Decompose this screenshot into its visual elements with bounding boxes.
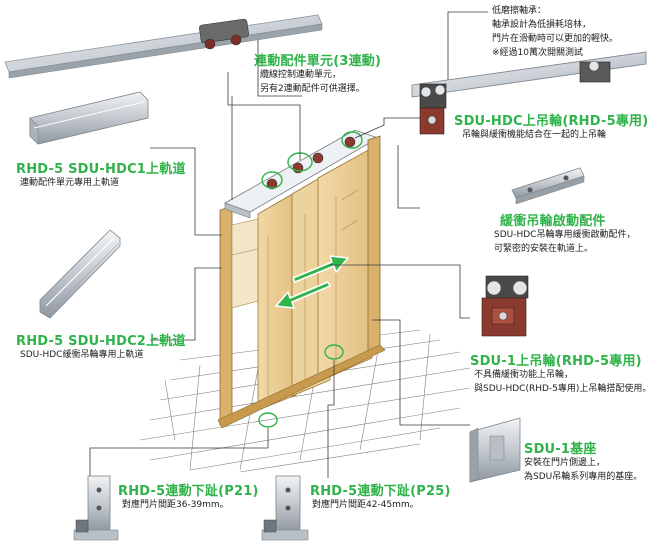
- low-friction-line: 門片在滑動時可以更加的輕快。: [492, 34, 619, 44]
- sdu-hdc-roller-title: SDU-HDC上吊輪(RHD-5專用): [454, 114, 649, 129]
- guide-p25-image: [261, 475, 309, 541]
- low-friction-line: 低磨擦軸承：: [492, 6, 547, 16]
- linkage-unit-title: 連動配件單元(3連動): [254, 54, 382, 69]
- rail-hdc1-desc: 連動配件單元專用上軌道: [20, 176, 119, 190]
- guide-p21-desc: 對應門片間距36-39mm。: [122, 498, 229, 512]
- buffer-actuator-desc-line: SDU-HDC吊輪專用緩衝啟動配件，: [494, 230, 636, 240]
- sdu-hdc-roller-desc: 吊輪與緩衝機能結合在一起的上吊輪: [462, 128, 606, 142]
- guide-p21-image: [73, 475, 119, 541]
- low-friction-line: 軸承設計為低損耗培林，: [492, 20, 592, 30]
- buffer-actuator-image: [511, 167, 585, 205]
- door-assembly: [217, 129, 386, 429]
- buffer-actuator-desc: SDU-HDC吊輪專用緩衝啟動配件， 可緊密的安裝在軌道上。: [494, 228, 635, 256]
- sdu1-base-desc-line: 安裝在門片側邊上，: [524, 458, 606, 468]
- linkage-unit-rail-image: [4, 14, 323, 79]
- linkage-unit-desc-line: 另有2連動配件可供選擇。: [260, 84, 365, 94]
- guide-p25-desc: 對應門片間距42-45mm。: [312, 498, 419, 512]
- leader-lines: [89, 11, 488, 478]
- sdu1-roller-desc-line: 與SDU-HDC(RHD-5專用)上吊輪搭配使用。: [474, 384, 650, 394]
- guide-p21-title: RHD-5連動下趾(P21): [118, 484, 259, 499]
- sdu-hdc-roller-desc-line: 吊輪與緩衝機能結合在一起的上吊輪: [462, 130, 607, 140]
- slide-arrows: [275, 255, 349, 309]
- guide-p25-desc-line: 對應門片間距42-45mm。: [312, 500, 419, 510]
- sdu1-roller-desc-line: 不具備緩衝功能上吊輪，: [474, 370, 574, 380]
- sdu1-base-title: SDU-1基座: [524, 442, 597, 457]
- guide-p21-desc-line: 對應門片間距36-39mm。: [122, 500, 229, 510]
- rail-hdc1-title: RHD-5 SDU-HDC1上軌道: [16, 162, 186, 177]
- sdu1-roller-image: [481, 275, 529, 337]
- guide-p25-title: RHD-5連動下趾(P25): [310, 484, 451, 499]
- low-friction-line: ※經過10萬次開關測試: [492, 48, 583, 58]
- sdu-hdc-roller-image: [411, 51, 647, 135]
- low-friction-desc: 低磨擦軸承： 軸承設計為低損耗培林， 門片在滑動時可以更加的輕快。 ※經過10萬…: [492, 4, 618, 60]
- linkage-unit-desc: 纜線控制連動單元， 另有2連動配件可供選擇。: [260, 68, 365, 96]
- sdu1-base-desc: 安裝在門片側邊上， 為SDU吊輪系列專用的基座。: [524, 456, 642, 484]
- linkage-unit-desc-line: 纜線控制連動單元，: [260, 70, 342, 80]
- rail-hdc2-desc: SDU-HDC緩衝吊輪專用上軌道: [20, 348, 143, 362]
- sdu1-base-image: [469, 417, 521, 483]
- rail-hdc1-image: [29, 91, 149, 145]
- sdu1-base-desc-line: 為SDU吊輪系列專用的基座。: [524, 472, 643, 482]
- sdu1-roller-desc: 不具備緩衝功能上吊輪， 與SDU-HDC(RHD-5專用)上吊輪搭配使用。: [474, 368, 650, 396]
- rail-hdc1-desc-line: 連動配件單元專用上軌道: [20, 178, 120, 188]
- buffer-actuator-desc-line: 可緊密的安裝在軌道上。: [494, 244, 594, 254]
- highlight-circles: [258, 131, 363, 428]
- rail-hdc2-image: [39, 229, 121, 319]
- rail-hdc2-title: RHD-5 SDU-HDC2上軌道: [16, 334, 186, 349]
- buffer-actuator-title: 緩衝吊輪啟動配件: [500, 214, 606, 229]
- sdu1-roller-title: SDU-1上吊輪(RHD-5專用): [470, 354, 642, 369]
- rail-hdc2-desc-line: SDU-HDC緩衝吊輪專用上軌道: [20, 350, 144, 360]
